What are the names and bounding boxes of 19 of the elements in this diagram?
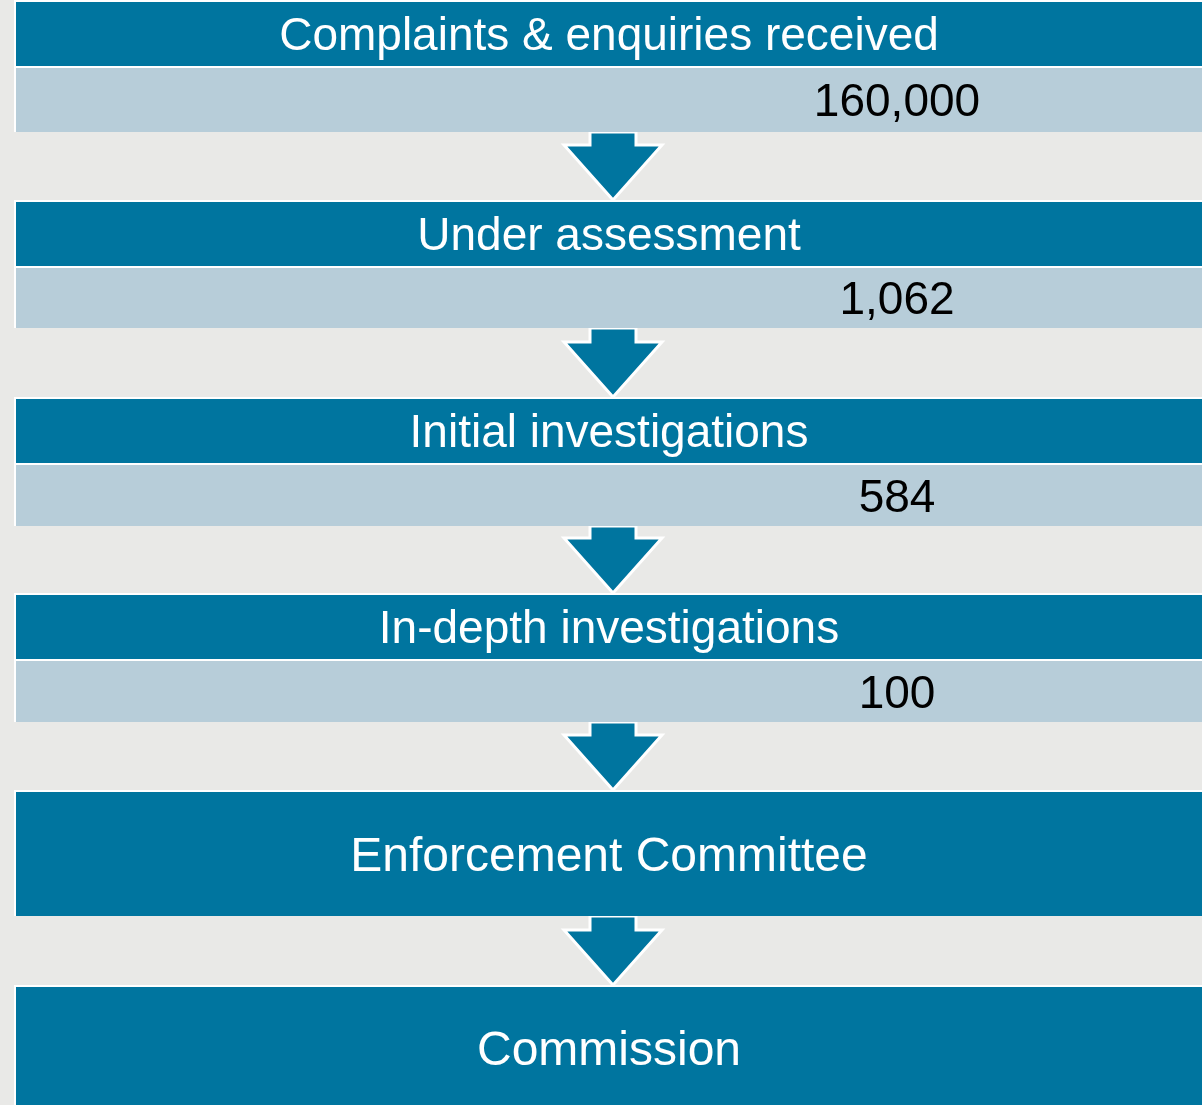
stage-title: Complaints & enquiries received [14,0,1202,66]
stage-title: Enforcement Committee [14,790,1202,916]
stage-box [14,200,1202,328]
stage-box [14,397,1202,526]
count-value: 584 [857,472,937,519]
stage-title: Commission [14,985,1202,1105]
stage-title: Under assessment [14,200,1202,266]
down-arrow [560,524,666,596]
count-value: 160,000 [812,77,982,123]
stage-title: Initial investigations [14,397,1202,463]
down-arrow [560,914,666,988]
stage-title: In-depth investigations [14,593,1202,659]
count-value: 1,062 [838,275,956,321]
down-arrow [560,326,666,400]
down-arrow [560,720,666,793]
stage-box [14,593,1202,722]
stage-box [14,0,1202,132]
down-arrow [560,130,666,203]
count-value: 100 [857,668,937,715]
